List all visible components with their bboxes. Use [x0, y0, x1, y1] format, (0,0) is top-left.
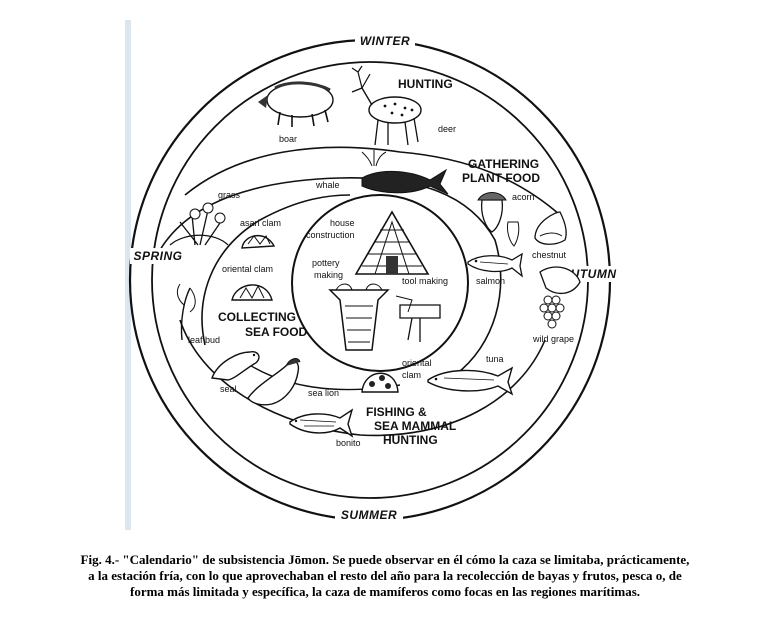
section-collecting-1: COLLECTING [218, 310, 296, 324]
section-hunting: HUNTING [398, 77, 453, 91]
label-house-1: house [330, 218, 355, 228]
tool-icon [395, 295, 441, 342]
season-winter: WINTER [360, 34, 410, 48]
label-pottery-1: pottery [312, 258, 340, 268]
leaf-bud-icon [176, 283, 196, 341]
season-spring: SPRING [133, 249, 182, 263]
bonito-icon [289, 408, 354, 438]
label-oriental-clam-2a: oriental [402, 358, 432, 368]
section-gathering-1: GATHERING [468, 157, 539, 171]
label-boar: boar [279, 134, 297, 144]
label-salmon: salmon [476, 276, 505, 286]
salmon-icon [467, 252, 523, 278]
hunting-band-lower [184, 146, 561, 216]
tuna-icon [427, 366, 514, 396]
section-fishing-3: HUNTING [383, 433, 438, 447]
label-leaf-bud: leaf bud [188, 335, 220, 345]
acorn-icon [477, 192, 520, 247]
label-oriental-clam-2b: clam [402, 370, 421, 380]
seal-icon [211, 351, 260, 381]
oriental-clam-icon [231, 284, 273, 301]
jomon-calendar-diagram: WINTER SPRING AUTUMN SUMMER HUNTING GATH… [128, 34, 616, 522]
chestnut-icon [534, 211, 567, 245]
label-chestnut: chestnut [532, 250, 567, 260]
season-summer: SUMMER [341, 508, 397, 522]
label-acorn: acorn [512, 192, 535, 202]
oriental-clam-2-icon [361, 372, 399, 393]
caption-line-1: Fig. 4.- "Calendario" de subsistencia Jō… [80, 552, 690, 567]
grape-icon [539, 266, 581, 329]
caption-line-2: a la estación fría, con lo que aprovecha… [88, 568, 682, 583]
figure-caption: Fig. 4.- "Calendario" de subsistencia Jō… [40, 552, 730, 600]
label-house-2: construction [306, 230, 355, 240]
deer-icon [351, 65, 422, 146]
house-icon [354, 210, 430, 275]
second-ring [151, 61, 589, 499]
label-seal: seal [220, 384, 237, 394]
label-asari-clam: asari clam [240, 218, 281, 228]
collecting-band [201, 194, 351, 346]
whale-icon [361, 150, 449, 195]
label-wild-grape: wild grape [532, 334, 574, 344]
label-whale: whale [315, 180, 340, 190]
label-tool-making: tool making [402, 276, 448, 286]
label-oriental-clam: oriental clam [222, 264, 273, 274]
boar-icon [258, 81, 334, 127]
label-sea-lion: sea lion [308, 388, 339, 398]
section-collecting-2: SEA FOOD [245, 325, 308, 339]
sea-lion-icon [247, 358, 301, 406]
grass-icon [169, 202, 229, 246]
inner-circle [291, 194, 469, 372]
section-fishing-2: SEA MAMMAL [374, 419, 456, 433]
label-bonito: bonito [336, 438, 361, 448]
scan-edge-strip [125, 20, 131, 530]
label-grass: grass [218, 190, 241, 200]
label-deer: deer [438, 124, 456, 134]
label-tuna: tuna [486, 354, 504, 364]
caption-line-3: forma más limitada y específica, la caza… [129, 584, 641, 599]
label-pottery-2: making [314, 270, 343, 280]
section-gathering-2: PLANT FOOD [462, 171, 540, 185]
pottery-icon [328, 283, 390, 351]
asari-clam-icon [241, 235, 276, 249]
section-fishing-1: FISHING & [366, 405, 427, 419]
